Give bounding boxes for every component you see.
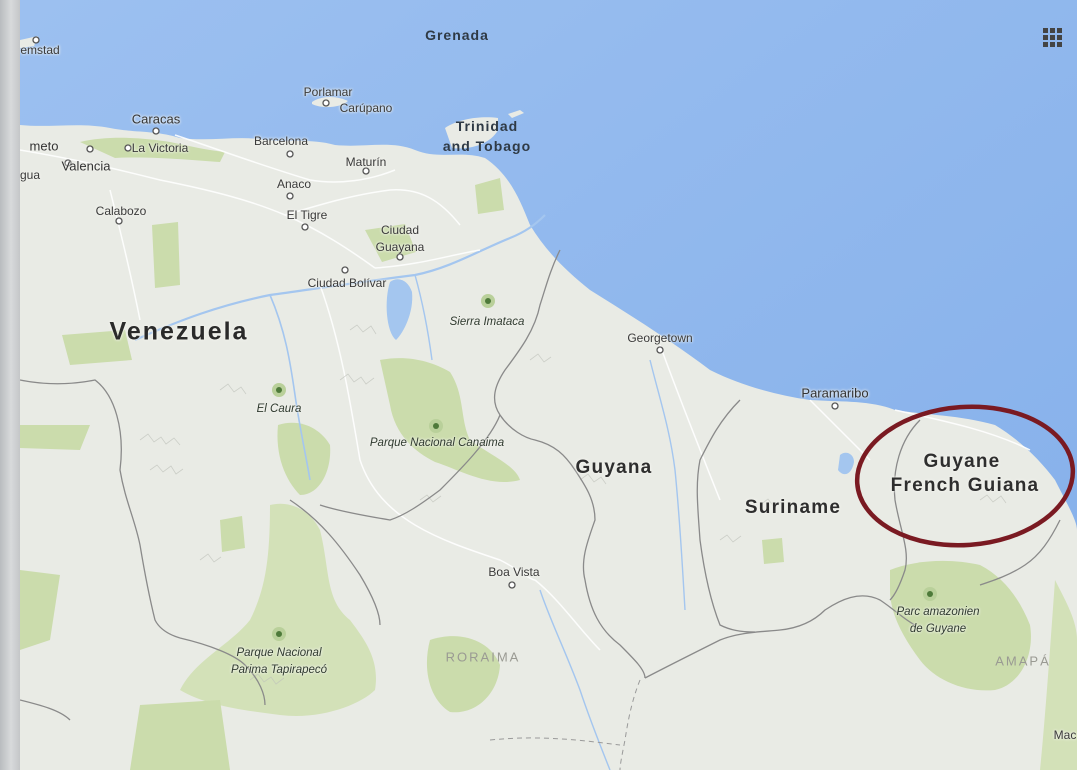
label-grenada: Grenada bbox=[425, 27, 489, 43]
grid-apps-icon[interactable] bbox=[1043, 28, 1063, 48]
park-area bbox=[130, 700, 230, 770]
label-and-tobago: and Tobago bbox=[442, 138, 532, 154]
label-macapa: Mac bbox=[1053, 728, 1077, 742]
label-caracas: Caracas bbox=[131, 111, 181, 127]
terrain bbox=[139, 324, 1007, 685]
label-acarigua: gua bbox=[20, 168, 41, 182]
label-parc-amazonien: Parc amazonien bbox=[896, 606, 980, 618]
park-area bbox=[277, 422, 331, 495]
label-willemstad: emstad bbox=[20, 43, 60, 57]
label-georgetown: Georgetown bbox=[627, 331, 693, 345]
country-borders bbox=[20, 249, 1061, 721]
label-canaima: Parque Nacional Canaima bbox=[369, 437, 505, 449]
park-area bbox=[152, 222, 180, 288]
label-de-guyane: de Guyane bbox=[909, 623, 967, 635]
park-area bbox=[365, 224, 416, 262]
map-view[interactable]: Grenada emstad Porlamar Carúpano Trinida… bbox=[20, 0, 1077, 770]
label-roraima: RORAIMA bbox=[445, 649, 521, 665]
label-guyana: Guyana bbox=[575, 457, 653, 478]
label-carupano: Carúpano bbox=[339, 101, 393, 115]
label-venezuela: Venezuela bbox=[109, 317, 249, 346]
label-paramaribo: Paramaribo bbox=[801, 385, 869, 401]
label-maturin: Maturín bbox=[345, 155, 387, 169]
park-area bbox=[20, 570, 60, 650]
label-parque-nacional: Parque Nacional bbox=[236, 647, 322, 659]
margarita-island bbox=[312, 97, 348, 108]
label-amapa: AMAPÁ bbox=[995, 653, 1051, 669]
city-markers bbox=[32, 36, 839, 589]
label-parima-tapirapeco: Parima Tapirapecó bbox=[230, 664, 328, 676]
label-porlamar: Porlamar bbox=[303, 85, 353, 99]
lake bbox=[838, 452, 854, 475]
label-el-tigre: El Tigre bbox=[286, 208, 328, 222]
river bbox=[269, 294, 311, 481]
park-area bbox=[475, 178, 504, 214]
park-markers bbox=[272, 294, 937, 641]
label-valencia: Valencia bbox=[61, 158, 111, 174]
label-guyane: Guyane bbox=[923, 451, 1001, 472]
label-ciudad: Ciudad bbox=[380, 223, 420, 237]
highlight-circle bbox=[854, 404, 1076, 548]
park-area bbox=[220, 516, 245, 552]
park-area bbox=[380, 358, 520, 483]
label-trinidad: Trinidad bbox=[455, 118, 519, 134]
label-barcelona: Barcelona bbox=[253, 134, 309, 148]
trinidad-island bbox=[445, 117, 498, 149]
label-calabozo: Calabozo bbox=[95, 204, 147, 218]
label-sierra-imataca: Sierra Imataca bbox=[449, 316, 525, 328]
river bbox=[414, 274, 433, 361]
river bbox=[539, 589, 611, 770]
river bbox=[649, 359, 686, 611]
park-area bbox=[62, 330, 132, 365]
label-el-caura: El Caura bbox=[256, 403, 302, 415]
label-french-guiana: French Guiana bbox=[890, 475, 1040, 496]
lake bbox=[386, 279, 413, 340]
park-area bbox=[1040, 580, 1077, 770]
tobago-island bbox=[508, 110, 524, 118]
label-boa-vista: Boa Vista bbox=[488, 565, 540, 579]
label-ciudad-bolivar: Ciudad Bolívar bbox=[307, 276, 387, 290]
park-area bbox=[762, 538, 784, 564]
park-area bbox=[180, 503, 376, 716]
label-la-victoria: La Victoria bbox=[131, 141, 189, 155]
label-guayana: Guayana bbox=[375, 240, 425, 254]
label-anaco: Anaco bbox=[276, 177, 312, 191]
park-area bbox=[426, 636, 500, 713]
window-edge bbox=[0, 0, 20, 770]
label-barquisimeto: meto bbox=[29, 138, 59, 154]
state-border bbox=[619, 679, 641, 770]
roads bbox=[20, 134, 1031, 651]
label-suriname: Suriname bbox=[744, 497, 842, 518]
park-area bbox=[80, 137, 225, 162]
map-canvas bbox=[20, 0, 1077, 770]
river bbox=[134, 214, 546, 342]
park-area bbox=[20, 425, 90, 450]
